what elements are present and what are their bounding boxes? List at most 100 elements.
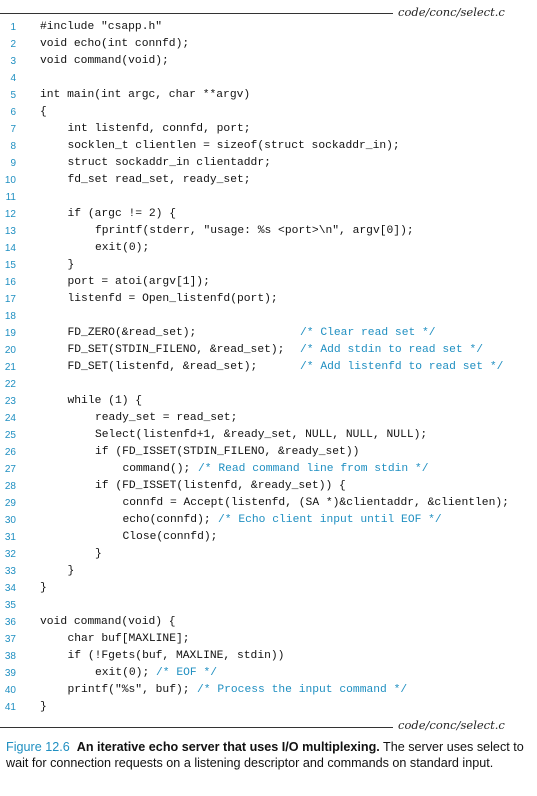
code-text: FD_SET(listenfd, &read_set); (67, 361, 258, 373)
line-number: 16 (4, 277, 16, 288)
code-text: Close(connfd); (122, 531, 218, 543)
figure-number: Figure 12.6 (6, 740, 70, 754)
code-text: #include "csapp.h" (40, 21, 163, 33)
code-comment: /* Add stdin to read set */ (300, 344, 484, 356)
line-number: 32 (4, 549, 16, 560)
code-text: fprintf(stderr, "usage: %s <port>\n", ar… (95, 225, 414, 237)
code-text: struct sockaddr_in clientaddr; (67, 157, 271, 169)
line-number: 40 (4, 685, 16, 696)
code-line: 34} (0, 580, 537, 597)
bottom-rule (0, 727, 393, 728)
line-number: 2 (10, 39, 16, 50)
code-text: void command(void); (40, 55, 169, 67)
code-text: FD_SET(STDIN_FILENO, &read_set); (67, 344, 285, 356)
code-line: 3 void command(void); (0, 53, 537, 70)
code-line: 18 (0, 308, 537, 325)
code-text: fd_set read_set, ready_set; (67, 174, 251, 186)
line-number: 22 (4, 379, 16, 390)
line-number: 12 (4, 209, 16, 220)
line-number: 9 (10, 158, 16, 169)
code-text: if (FD_ISSET(listenfd, &ready_set)) { (95, 480, 346, 492)
line-number: 17 (4, 294, 16, 305)
line-number: 8 (10, 141, 16, 152)
code-text: if (argc != 2) { (67, 208, 176, 220)
line-number: 7 (10, 124, 16, 135)
code-text: if (!Fgets(buf, MAXLINE, stdin)) (67, 650, 285, 662)
code-line: 9 struct sockaddr_in clientaddr; (0, 155, 537, 172)
code-text: int listenfd, connfd, port; (67, 123, 251, 135)
code-line: 28 if (FD_ISSET(listenfd, &ready_set)) { (0, 478, 537, 495)
code-text: printf("%s", buf); (67, 684, 190, 696)
code-text: } (95, 548, 102, 560)
line-number: 14 (4, 243, 16, 254)
code-line: 39 exit(0); /* EOF */ (0, 665, 537, 682)
code-text: exit(0); (95, 667, 150, 679)
line-number: 24 (4, 413, 16, 424)
code-line: 17 listenfd = Open_listenfd(port); (0, 291, 537, 308)
line-number: 18 (4, 311, 16, 322)
code-text: } (40, 582, 47, 594)
line-number: 35 (4, 600, 16, 611)
code-text: } (67, 259, 75, 271)
code-line: 22 (0, 376, 537, 393)
line-number: 23 (4, 396, 16, 407)
line-number: 20 (4, 345, 16, 356)
code-comment: /* Read command line from stdin */ (198, 463, 429, 475)
line-number: 10 (4, 175, 16, 186)
line-number: 4 (10, 73, 16, 84)
code-line: 12 if (argc != 2) { (0, 206, 537, 223)
code-line: 15} (0, 257, 537, 274)
line-number: 15 (4, 260, 16, 271)
line-number: 1 (10, 22, 16, 33)
code-line: 35 (0, 597, 537, 614)
line-number: 21 (4, 362, 16, 373)
code-line: 6{ (0, 104, 537, 121)
code-line: 7 int listenfd, connfd, port; (0, 121, 537, 138)
line-number: 3 (10, 56, 16, 67)
line-number: 26 (4, 447, 16, 458)
code-line: 41} (0, 699, 537, 716)
top-source-file-label: code/conc/select.c (398, 5, 505, 19)
code-line: 10 fd_set read_set, ready_set; (0, 172, 537, 189)
code-text: void echo(int connfd); (40, 38, 190, 50)
line-number: 27 (4, 464, 16, 475)
code-text: FD_ZERO(&read_set); (67, 327, 197, 339)
line-number: 28 (4, 481, 16, 492)
code-line: 20 FD_SET(STDIN_FILENO, &read_set); /* Add… (0, 342, 537, 359)
line-number: 37 (4, 634, 16, 645)
code-text: void command(void) { (40, 616, 176, 628)
code-comment: /* EOF */ (156, 667, 218, 679)
code-line: 21 FD_SET(listenfd, &read_set); /* Add lis… (0, 359, 537, 376)
code-line: 5 int main(int argc, char **argv) (0, 87, 537, 104)
line-number: 39 (4, 668, 16, 679)
code-text: } (67, 565, 75, 577)
code-text: int main(int argc, char **argv) (40, 89, 251, 101)
code-line: 16 port = atoi(argv[1]); (0, 274, 537, 291)
code-text: echo(connfd); (122, 514, 211, 526)
line-number: 11 (5, 192, 16, 203)
code-comment: /* Echo client input until EOF */ (218, 514, 442, 526)
code-text: if (FD_ISSET(STDIN_FILENO, &ready_set)) (95, 446, 360, 458)
figure-caption-text: The server uses select to wait for conne… (6, 740, 524, 770)
line-number: 29 (4, 498, 16, 509)
code-text: listenfd = Open_listenfd(port); (67, 293, 278, 305)
top-rule (0, 13, 393, 14)
code-text: command(); (122, 463, 191, 475)
line-number: 5 (10, 90, 16, 101)
code-text: exit(0); (95, 242, 150, 254)
code-text: Select(listenfd+1, &ready_set, NULL, NUL… (95, 429, 428, 441)
code-text: while (1) { (67, 395, 143, 407)
code-comment: /* Add listenfd to read set */ (300, 361, 504, 373)
code-line: 11 (0, 189, 537, 206)
code-line: 14 exit(0); (0, 240, 537, 257)
code-text: port = atoi(argv[1]); (67, 276, 210, 288)
